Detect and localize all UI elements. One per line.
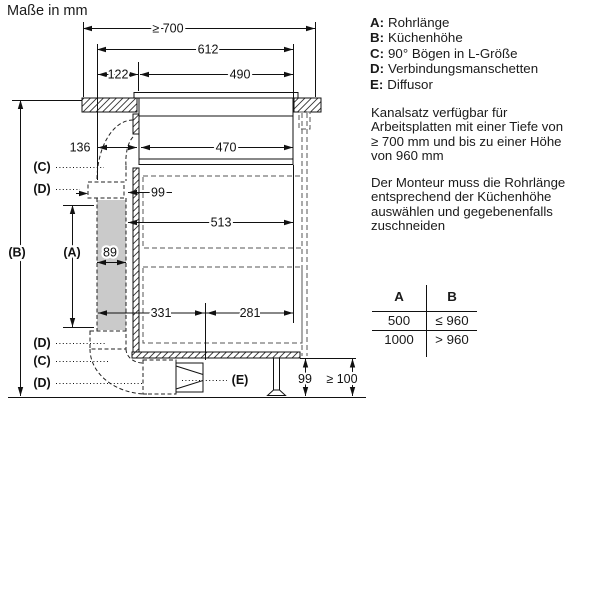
label-b: (B) <box>8 246 25 260</box>
table-cell: > 960 <box>435 332 469 347</box>
pipe-length-table: A B 500 ≤ 960 1000 > 960 <box>372 285 478 359</box>
table-cell: ≤ 960 <box>435 313 469 328</box>
table-column-divider <box>426 285 427 357</box>
legend-item-d: D:Verbindungsmanschetten <box>370 61 539 77</box>
dim-490: 490 <box>230 68 251 82</box>
diffusor <box>175 362 204 393</box>
worktop <box>81 97 322 113</box>
legend-item-c: C:90° Bögen in L-Größe <box>370 45 518 61</box>
hob-plate <box>133 92 299 99</box>
legend-item-a: A:Rohrlänge <box>370 15 450 30</box>
label-d-mid: (D) <box>33 336 50 350</box>
note-monteur: Der Monteur muss die Rohrlänge entsprech… <box>371 175 566 233</box>
label-c-bottom: (C) <box>33 354 50 368</box>
dim-depth-min: ≥ 700 <box>152 22 183 36</box>
units-note: Maße in mm <box>7 3 88 19</box>
label-d-top: (D) <box>33 182 50 196</box>
table-divider <box>372 311 477 312</box>
sleeve-diffusor <box>142 359 177 395</box>
extension-lines <box>12 22 316 360</box>
legend-item-e: E:Diffusor <box>370 76 433 92</box>
legend: A:Rohrlänge B:Küchenhöhe C:90° Bögen in … <box>370 15 538 92</box>
arrowheads <box>17 25 356 396</box>
dim-331: 331 <box>151 306 172 320</box>
leader-lines <box>56 166 227 385</box>
cabinet-leg <box>266 358 287 396</box>
dim-99-gap: 99 <box>151 186 165 200</box>
label-a: (A) <box>63 246 80 260</box>
label-e: (E) <box>232 373 249 387</box>
table-divider <box>372 330 477 331</box>
clearance-zones <box>142 175 303 344</box>
duct-pipe <box>96 198 127 331</box>
sleeve-bottom <box>89 330 127 350</box>
dim-513: 513 <box>211 216 232 230</box>
dim-136: 136 <box>70 141 91 155</box>
hob-extractor-unit <box>138 97 294 165</box>
installation-diagram: ≥ 700 612 122 490 136 470 99 513 89 331 … <box>6 19 366 398</box>
dim-100-min: ≥ 100 <box>326 372 357 386</box>
bend-bottom <box>89 348 148 395</box>
dim-470: 470 <box>216 141 237 155</box>
cabinet-panels <box>131 113 356 359</box>
table-header-a: A <box>394 289 404 304</box>
note-kanalsatz: Kanalsatz verfügbar für Arbeitsplatten m… <box>371 105 564 163</box>
legend-item-b: B:Küchenhöhe <box>370 30 463 46</box>
rear-air-channel <box>298 111 311 356</box>
label-d-bottom: (D) <box>33 376 50 390</box>
dim-89: 89 <box>103 246 117 260</box>
dim-281: 281 <box>240 306 261 320</box>
label-c-top: (C) <box>33 160 50 174</box>
sleeve-top <box>87 181 125 199</box>
dim-99-plinth: 99 <box>298 372 312 386</box>
table-cell: 1000 <box>384 332 414 347</box>
dimension-lines <box>20 28 353 396</box>
table-cell: 500 <box>387 313 411 328</box>
dim-122: 122 <box>108 68 129 82</box>
bend-top <box>96 119 134 181</box>
table-header-b: B <box>447 289 457 304</box>
dim-612: 612 <box>198 43 219 57</box>
